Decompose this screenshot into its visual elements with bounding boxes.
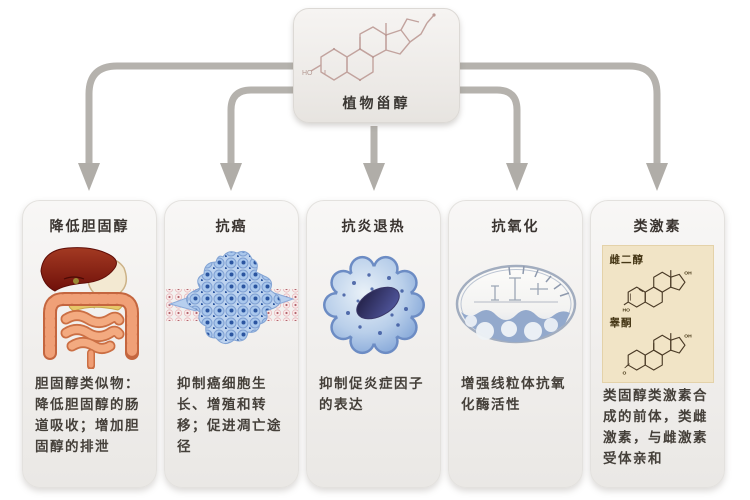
- arrow-to-hormone: [458, 62, 668, 191]
- hormone-panel: 雌二醇 HO OH 睾酮: [601, 245, 714, 383]
- estradiol-structure-icon: HO OH: [622, 270, 692, 312]
- card-title: 抗氧化: [491, 218, 540, 234]
- digestive-system-illustration: [23, 239, 156, 371]
- source-label: 植物甾醇: [342, 95, 411, 111]
- svg-text:O: O: [622, 370, 626, 375]
- card-title: 抗癌: [215, 218, 248, 234]
- svg-text:OH: OH: [684, 270, 692, 276]
- nucleus: [355, 286, 400, 320]
- benefit-card-antioxidant: 抗氧化: [448, 200, 583, 488]
- svg-text:HO: HO: [302, 70, 313, 77]
- arrow-to-cholesterol: [78, 62, 293, 191]
- benefit-card-anticancer: 抗癌: [164, 200, 299, 488]
- tumor-mass: [168, 251, 295, 344]
- card-description: 抑制癌细胞生长、增殖和转移；促进凋亡途径: [177, 376, 282, 454]
- benefit-card-antiinflammatory: 抗炎退热: [306, 200, 441, 488]
- card-description: 类固醇类激素合成的前体，类雌激素，与雌激素受体亲和: [603, 388, 708, 466]
- cristae: [460, 309, 570, 342]
- benefit-card-hormone: 类激素 雌二醇 HO OH 睾酮: [590, 200, 725, 488]
- arrow-to-anticancer: [220, 86, 293, 191]
- svg-text:HO: HO: [622, 307, 630, 312]
- immune-cell-illustration: [307, 239, 440, 371]
- card-description: 增强线粒体抗氧化酶活性: [461, 376, 566, 412]
- arrow-to-antioxidant: [458, 86, 528, 191]
- card-title: 类激素: [633, 218, 682, 234]
- source-node: HO 植物甾醇: [293, 8, 460, 123]
- card-description: 抑制促炎症因子的表达: [319, 376, 424, 412]
- card-title: 抗炎退热: [341, 218, 406, 234]
- testosterone-structure-icon: O OH: [622, 333, 692, 375]
- hormone-name-estradiol: 雌二醇: [609, 254, 644, 266]
- svg-text:OH: OH: [684, 333, 692, 339]
- liver-shape: [39, 247, 117, 292]
- mitochondrion-illustration: [449, 239, 582, 371]
- cancer-cells-illustration: [165, 239, 298, 371]
- benefit-card-cholesterol: 降低胆固醇: [22, 200, 157, 488]
- arrow-to-antiinflammatory: [363, 126, 385, 191]
- card-description: 胆固醇类似物：降低胆固醇的肠道吸收；增加胆固醇的排泄: [35, 376, 140, 454]
- connector-arrows: [78, 62, 668, 191]
- card-title: 降低胆固醇: [49, 218, 130, 234]
- hormone-name-testosterone: 睾酮: [609, 317, 633, 329]
- phytosterol-structure-icon: HO: [302, 13, 436, 82]
